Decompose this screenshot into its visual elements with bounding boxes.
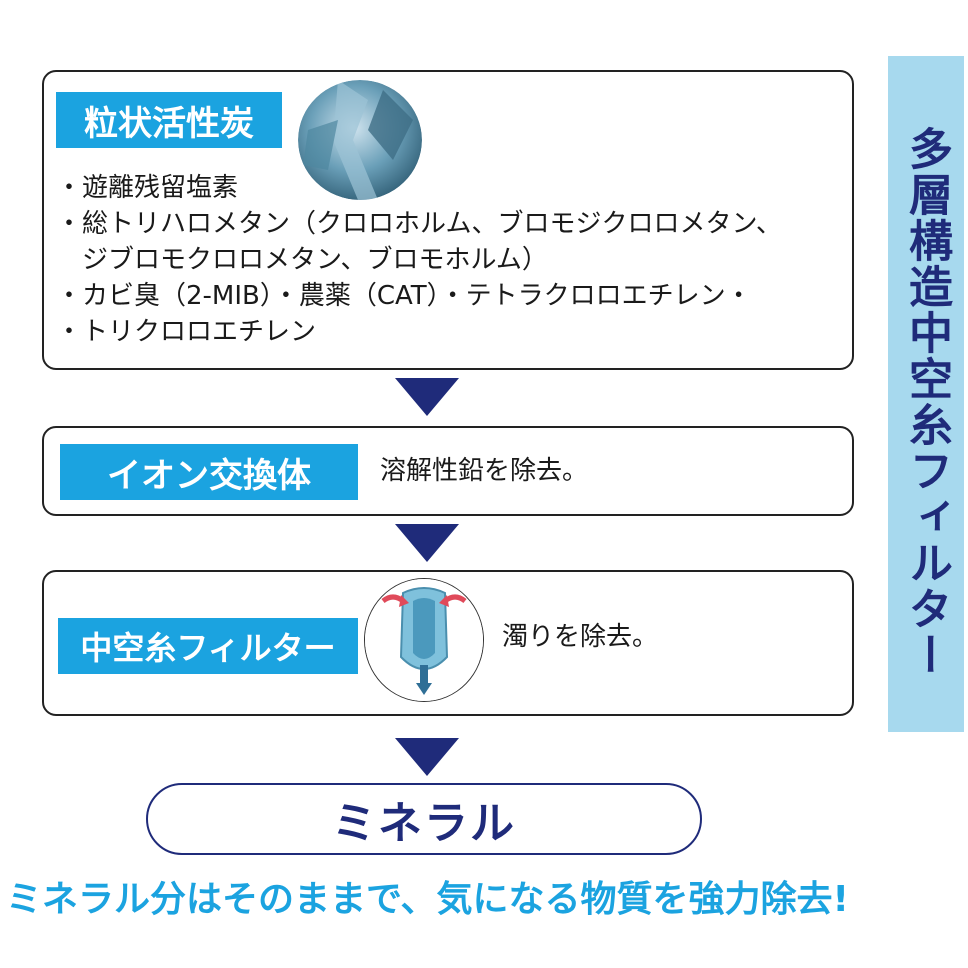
hollow-fiber-filter-image <box>364 578 484 702</box>
list-item: ジブロモクロロメタン、ブロモホルム） <box>56 245 548 275</box>
down-arrow-icon <box>395 738 459 776</box>
stage-activated-carbon-label: 粒状活性炭 <box>56 92 282 148</box>
stage-ion-exchanger-description: 溶解性鉛を除去。 <box>380 456 589 486</box>
result-mineral-badge: ミネラル <box>146 783 702 855</box>
result-mineral-label: ミネラル <box>332 798 516 849</box>
stage-hollow-fiber-description: 濁りを除去。 <box>502 622 659 652</box>
list-item: ・トリクロロエチレン <box>56 317 317 347</box>
removed-substances-list: ・遊離残留塩素 ・総トリハロメタン（クロロホルム、ブロモジクロロメタン、 ジブロ… <box>56 170 782 350</box>
side-label-panel: 多層構造中空糸フィルター <box>888 56 964 732</box>
footer-tagline: ミネラル分はそのままで、気になる物質を強力除去! <box>6 879 849 920</box>
list-item: ・遊離残留塩素 <box>56 173 239 203</box>
list-item: ・カビ臭（2-MIB）・農薬（CAT）・テトラクロロエチレン・ <box>56 281 752 311</box>
list-item: ・総トリハロメタン（クロロホルム、ブロモジクロロメタン、 <box>56 209 782 239</box>
activated-carbon-image <box>298 80 422 200</box>
stage-ion-exchanger-label: イオン交換体 <box>60 444 358 500</box>
down-arrow-icon <box>395 378 459 416</box>
down-arrow-icon <box>395 524 459 562</box>
side-label-text: 多層構造中空糸フィルター <box>901 126 952 678</box>
stage-hollow-fiber-label: 中空糸フィルター <box>58 618 358 674</box>
